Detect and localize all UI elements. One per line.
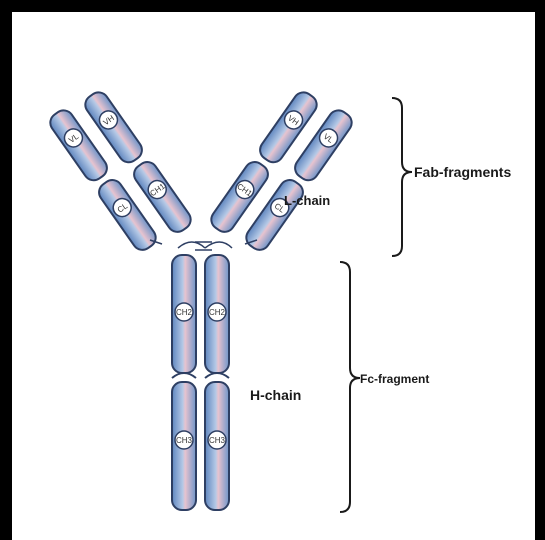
domain-ch3-left: CH3: [176, 436, 193, 445]
domain-ch2-right: CH2: [209, 308, 226, 317]
hinge-region: [150, 240, 257, 250]
l-chain-label: L-chain: [284, 193, 330, 208]
domain-ch3-right: CH3: [209, 436, 226, 445]
h-chain-label: H-chain: [250, 387, 301, 403]
fc-left-heavy-chain: CH2 CH3: [172, 255, 196, 510]
fc-brace: [340, 262, 360, 512]
fab-fragments-label: Fab-fragments: [414, 164, 511, 180]
fab-brace: [392, 98, 412, 256]
fc-right-heavy-chain: CH2 CH3: [205, 255, 229, 510]
fc-fragment-label: Fc-fragment: [360, 372, 429, 386]
domain-ch2-left: CH2: [176, 308, 193, 317]
